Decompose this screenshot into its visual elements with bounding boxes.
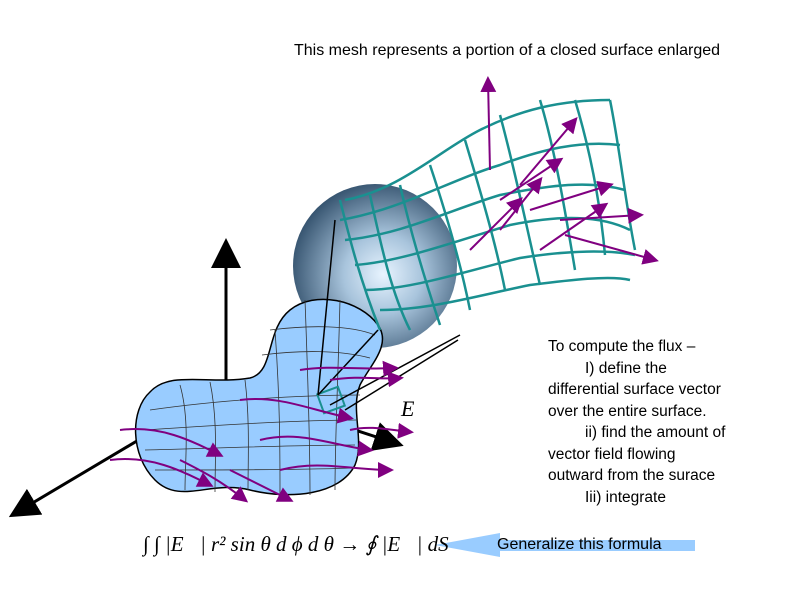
steps-intro: To compute the flux – bbox=[548, 338, 696, 355]
step-2a: ii) find the amount of bbox=[585, 424, 726, 441]
flux-formula: ∫ ∫ |E⃗| r² sin θ d ϕ d θ → ∮ |E⃗| dS bbox=[143, 532, 449, 556]
generalize-arrow bbox=[435, 533, 695, 557]
vector-field-arrows bbox=[109, 76, 659, 503]
mesh-caption: This mesh represents a portion of a clos… bbox=[294, 42, 721, 59]
step-2c: outward from the surace bbox=[548, 467, 716, 484]
flux-steps: To compute the flux – I) define the diff… bbox=[548, 336, 725, 508]
step-1a: I) define the bbox=[585, 359, 667, 377]
enlarged-surface-mesh bbox=[338, 98, 637, 331]
field-label-e: E⃗ bbox=[401, 396, 432, 421]
generalize-label: Generalize this formula bbox=[497, 536, 662, 553]
step-1b: differential surface vector bbox=[548, 381, 721, 398]
step-1c: over the entire surface. bbox=[548, 402, 707, 420]
step-2b: vector field flowing bbox=[548, 445, 676, 463]
step-3: Iii) integrate bbox=[585, 488, 666, 506]
